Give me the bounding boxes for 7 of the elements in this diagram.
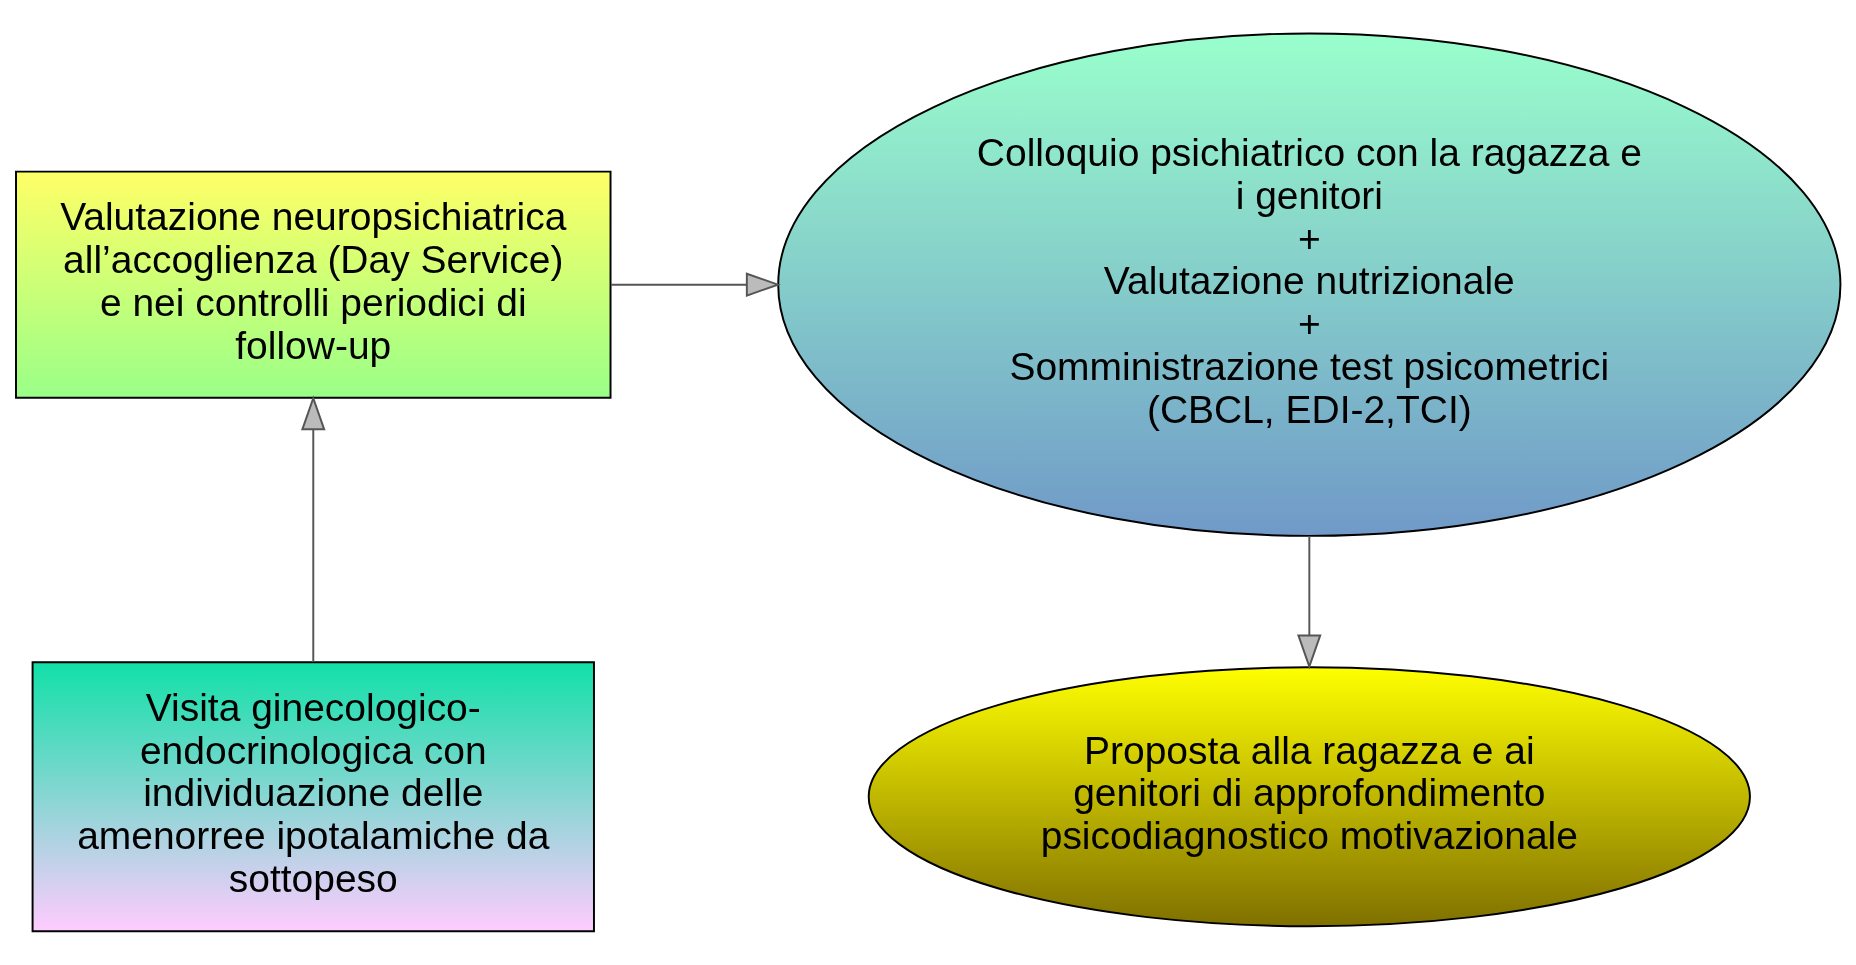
node-box: Visita ginecologico-endocrinologica con individuazione delle amenorree ipotalamiche da sottopeso [31, 661, 595, 933]
node-box: Valutazione neuropsichiatrica all’accoglienza (Day Service) e nei controlli periodici di follow-up [15, 170, 612, 399]
arrow [1297, 535, 1322, 670]
node-ellipse: Proposta alla ragazza e ai genitori di approfondimento psicodiagnostico motivazionale [867, 666, 1751, 928]
node-ellipse: Colloquio psichiatrico con la ragazza e i genitori + Valutazione nutrizionale + Somministrazione test psicometrici (CBCL, EDI-2,TCI) [777, 32, 1842, 537]
arrow [301, 395, 326, 663]
arrow [609, 272, 781, 297]
